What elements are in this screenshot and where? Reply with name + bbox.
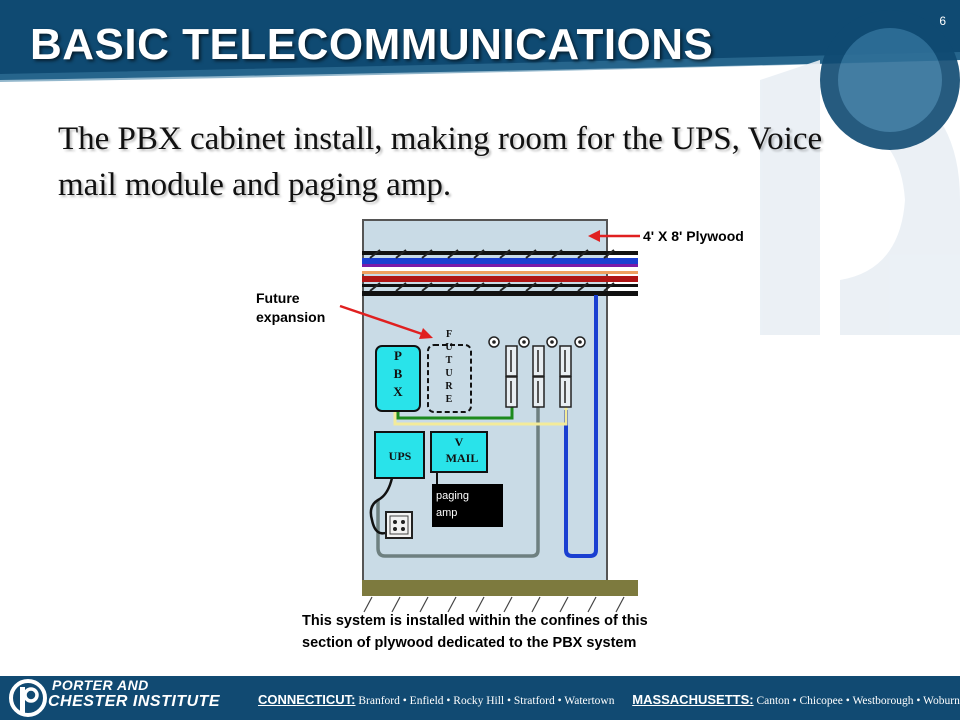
future-expansion-line: Future — [256, 290, 300, 306]
paging-amp-label: amp — [436, 507, 457, 519]
green-cable — [396, 405, 514, 420]
ct-state-label: CONNECTICUT: — [258, 692, 356, 707]
subtitle-line: The PBX cabinet install, making room for… — [58, 121, 823, 157]
ma-locations: Canton • Chicopee • Westborough • Woburn — [756, 695, 960, 707]
future-letter: R — [445, 381, 453, 392]
future-expansion-label: Future expansion — [256, 289, 356, 327]
pbx-letter: P — [394, 348, 402, 363]
ups-unit — [374, 431, 425, 479]
grey-cable — [376, 405, 540, 558]
paging-amp-label: paging — [436, 490, 469, 502]
ct-locations: Branford • Enfield • Rocky Hill • Stratf… — [358, 695, 615, 707]
future-letter: U — [445, 342, 452, 353]
page-number: 6 — [939, 14, 946, 28]
vmail-label: V — [455, 435, 464, 449]
pbx-letter: X — [393, 384, 403, 399]
caption-line: This system is installed within the conf… — [302, 613, 648, 629]
future-letter: T — [446, 355, 453, 366]
pbx-letter: B — [394, 366, 403, 381]
institute-logo-icon — [9, 679, 47, 717]
vmail-label: MAIL — [446, 451, 479, 465]
caption-line: section of plywood dedicated to the PBX … — [302, 635, 637, 651]
institute-name-line: PORTER AND — [52, 677, 149, 693]
pbx-cabinet — [375, 345, 421, 412]
floor — [362, 580, 638, 596]
floor-hatching — [363, 596, 625, 613]
annotation-arrows — [339, 230, 640, 339]
future-letter: F — [446, 329, 452, 340]
footer-locations: CONNECTICUT: Branford • Enfield • Rocky … — [258, 692, 960, 707]
plywood-label: 4' X 8' Plywood — [643, 228, 744, 244]
future-letter: E — [446, 394, 453, 405]
future-slot — [427, 344, 472, 413]
cable-tray — [362, 249, 638, 296]
diagram-caption: This system is installed within the conf… — [302, 610, 722, 654]
blue-riser-cable — [564, 295, 598, 558]
ups-power-cord — [369, 477, 394, 535]
subtitle-line: mail module and paging amp. — [58, 167, 452, 203]
watermark-logo — [760, 10, 960, 335]
paging-amp — [432, 484, 503, 527]
ma-state-label: MASSACHUSETTS: — [632, 692, 754, 707]
institute-name-line: CHESTER INSTITUTE — [48, 693, 221, 710]
slide-subtitle: The PBX cabinet install, making room for… — [58, 116, 938, 208]
yellow-cable — [393, 405, 568, 426]
footer-bar — [0, 676, 960, 720]
voice-mail-module — [430, 431, 488, 473]
institute-name: PORTER AND CHESTER INSTITUTE — [48, 676, 221, 710]
slide-title: BASIC TELECOMMUNICATIONS — [30, 20, 714, 69]
ups-label: UPS — [389, 449, 412, 463]
punch-blocks — [488, 336, 586, 408]
future-letter: U — [445, 368, 452, 379]
future-expansion-line: expansion — [256, 309, 326, 325]
